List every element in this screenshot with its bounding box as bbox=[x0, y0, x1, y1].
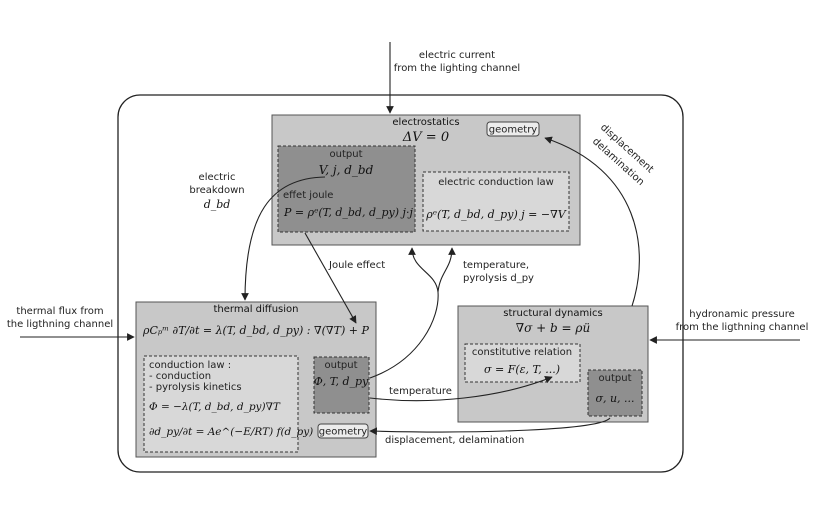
constitutive-relation-equation: σ = F(ε, T, ...) bbox=[484, 363, 560, 376]
thermal-output-vars: Φ, T, d_py bbox=[314, 375, 369, 388]
electric-current-label-2: from the lighting channel bbox=[394, 63, 520, 74]
displacement-delamination-bottom-label: displacement, delamination bbox=[385, 435, 524, 446]
electric-breakdown-symbol: d_bd bbox=[204, 198, 231, 211]
structural-output-title: output bbox=[599, 373, 632, 384]
electrostatics-geometry-box[interactable] bbox=[486, 121, 540, 137]
thermal-law-title: conduction law : bbox=[149, 360, 231, 371]
joule-effect-title: effet joule bbox=[283, 190, 333, 201]
electric-current-label-1: electric current bbox=[419, 50, 495, 61]
hydro-pressure-label-1: hydronamic pressure bbox=[689, 309, 794, 320]
thermal-title: thermal diffusion bbox=[214, 304, 299, 315]
thermal-geometry-box[interactable] bbox=[317, 423, 369, 439]
temperature-label: temperature bbox=[389, 386, 452, 397]
electric-conduction-law-title: electric conduction law bbox=[438, 177, 554, 188]
structural-output-box bbox=[587, 369, 643, 417]
thermal-flux-label-2: the ligthning channel bbox=[7, 319, 113, 330]
electric-breakdown-arrow bbox=[241, 176, 326, 301]
electrostatics-block: electrostatics ΔV = 0 geometry output V,… bbox=[271, 114, 581, 246]
thermal-law-item-conduction: - conduction bbox=[149, 371, 211, 382]
structural-output-vars: σ, u, ... bbox=[595, 392, 634, 405]
thermal-law-item-pyrolysis: - pyrolysis kinetics bbox=[149, 382, 242, 393]
constitutive-relation-title: constitutive relation bbox=[472, 347, 572, 358]
temperature-pyrolysis-label-2: pyrolysis d_py bbox=[463, 273, 534, 284]
joule-effect-arrow bbox=[304, 232, 357, 324]
thermal-flux-label-1: thermal flux from bbox=[16, 306, 103, 317]
thermal-conduction-law-box bbox=[143, 355, 299, 453]
electrostatics-equation: ΔV = 0 bbox=[402, 130, 449, 145]
electric-breakdown-label-1: electric bbox=[199, 172, 236, 183]
thermal-output-box bbox=[313, 356, 370, 414]
thermal-law-equation-pyrolysis: ∂d_py/∂t = Ae^(−E/RT) f(d_py) bbox=[149, 426, 313, 438]
displacement-to-thermal-geometry-arrow bbox=[369, 417, 611, 436]
electrostatics-output-box bbox=[277, 145, 416, 233]
thermal-output-title: output bbox=[325, 360, 358, 371]
electrostatics-output-title: output bbox=[330, 149, 363, 160]
structural-equation: ∇σ + b = ρü bbox=[516, 321, 590, 335]
structural-dynamics-block: structural dynamics ∇σ + b = ρü constitu… bbox=[457, 305, 649, 423]
temperature-to-electrostatics-arrow-1 bbox=[369, 247, 439, 379]
constitutive-relation-box bbox=[464, 343, 581, 383]
displacement-to-electrostatics-arrow bbox=[544, 136, 640, 307]
electric-conduction-law-equation: ρᵉ(T, d_bd, d_py) j = −∇V bbox=[425, 208, 566, 221]
electrostatics-output-vars: V, j, d_bd bbox=[319, 163, 374, 177]
electrostatics-geometry-label: geometry bbox=[489, 125, 538, 136]
electric-breakdown-label-2: breakdown bbox=[189, 185, 244, 196]
joule-effect-label: Joule effect bbox=[328, 260, 385, 271]
temperature-pyrolysis-label-1: temperature, bbox=[463, 260, 529, 271]
electrostatics-title: electrostatics bbox=[392, 117, 459, 128]
electric-conduction-law-box bbox=[422, 171, 570, 232]
structural-title: structural dynamics bbox=[503, 308, 603, 319]
temperature-to-structural-arrow bbox=[369, 376, 553, 402]
temperature-to-electrostatics-arrow-2 bbox=[437, 247, 456, 293]
thermal-diffusion-block: thermal diffusion ρCₚᵐ ∂T/∂t = λ(T, d_bd… bbox=[135, 301, 377, 458]
hydro-pressure-label-2: from the ligthning channel bbox=[676, 322, 809, 333]
thermal-law-equation-flux: Φ = −λ(T, d_bd, d_py)∇T bbox=[149, 401, 281, 413]
thermal-geometry-label: geometry bbox=[319, 427, 368, 438]
thermal-equation: ρCₚᵐ ∂T/∂t = λ(T, d_bd, d_py) : ∇(∇T) + … bbox=[142, 324, 369, 337]
joule-effect-equation: P = ρᵉ(T, d_bd, d_py) j·j bbox=[283, 206, 413, 219]
